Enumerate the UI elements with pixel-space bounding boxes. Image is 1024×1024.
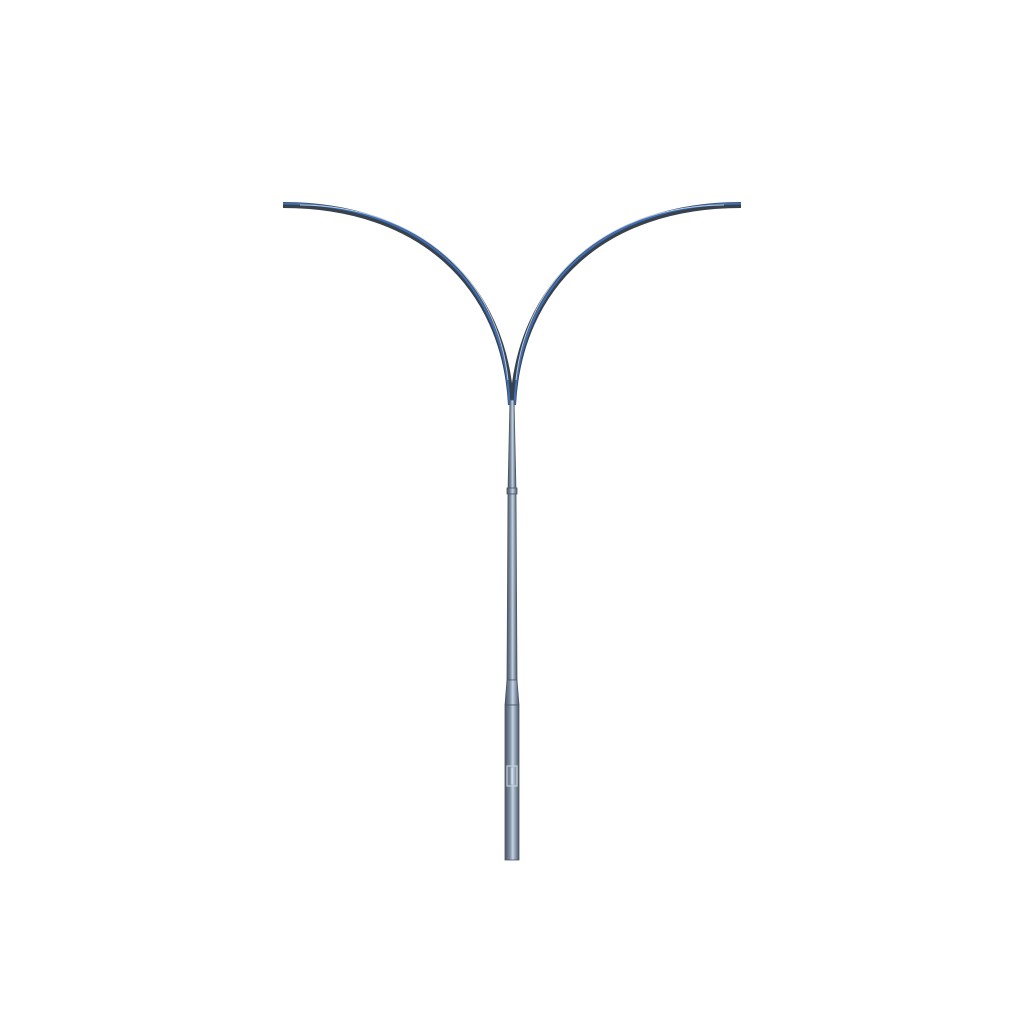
pole-shaft-icon: [504, 399, 520, 861]
right-arm-icon: [510, 202, 742, 406]
left-arm-icon: [282, 202, 514, 406]
access-hatch-icon: [506, 765, 518, 787]
